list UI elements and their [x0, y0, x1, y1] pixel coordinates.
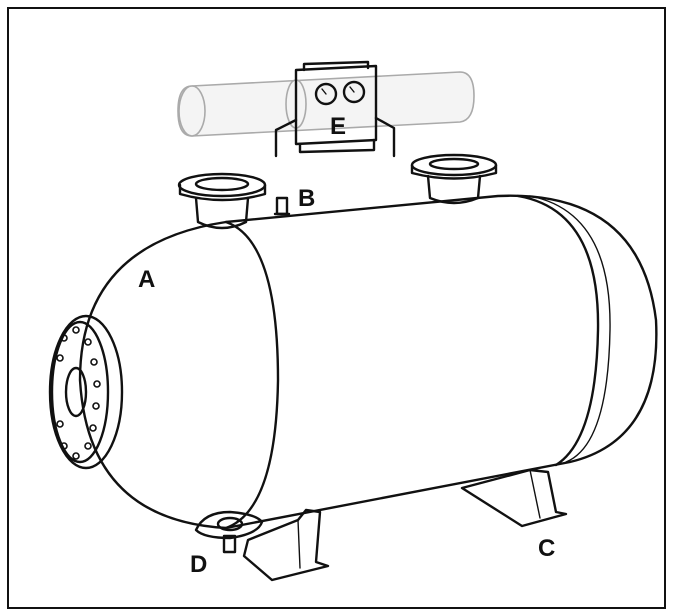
manway-flange	[48, 314, 124, 470]
drain-fitting-d	[194, 510, 264, 554]
label-d: D	[190, 551, 207, 578]
label-c: C	[538, 535, 555, 562]
top-nozzle-right	[410, 153, 498, 205]
label-e: E	[330, 113, 346, 140]
control-box-e	[274, 60, 396, 158]
fitting-b	[273, 196, 291, 216]
tank-support-front	[242, 508, 330, 582]
top-nozzle-left	[177, 172, 267, 230]
label-a: A	[138, 266, 155, 293]
label-b: B	[298, 185, 315, 212]
tank-body	[78, 194, 658, 530]
